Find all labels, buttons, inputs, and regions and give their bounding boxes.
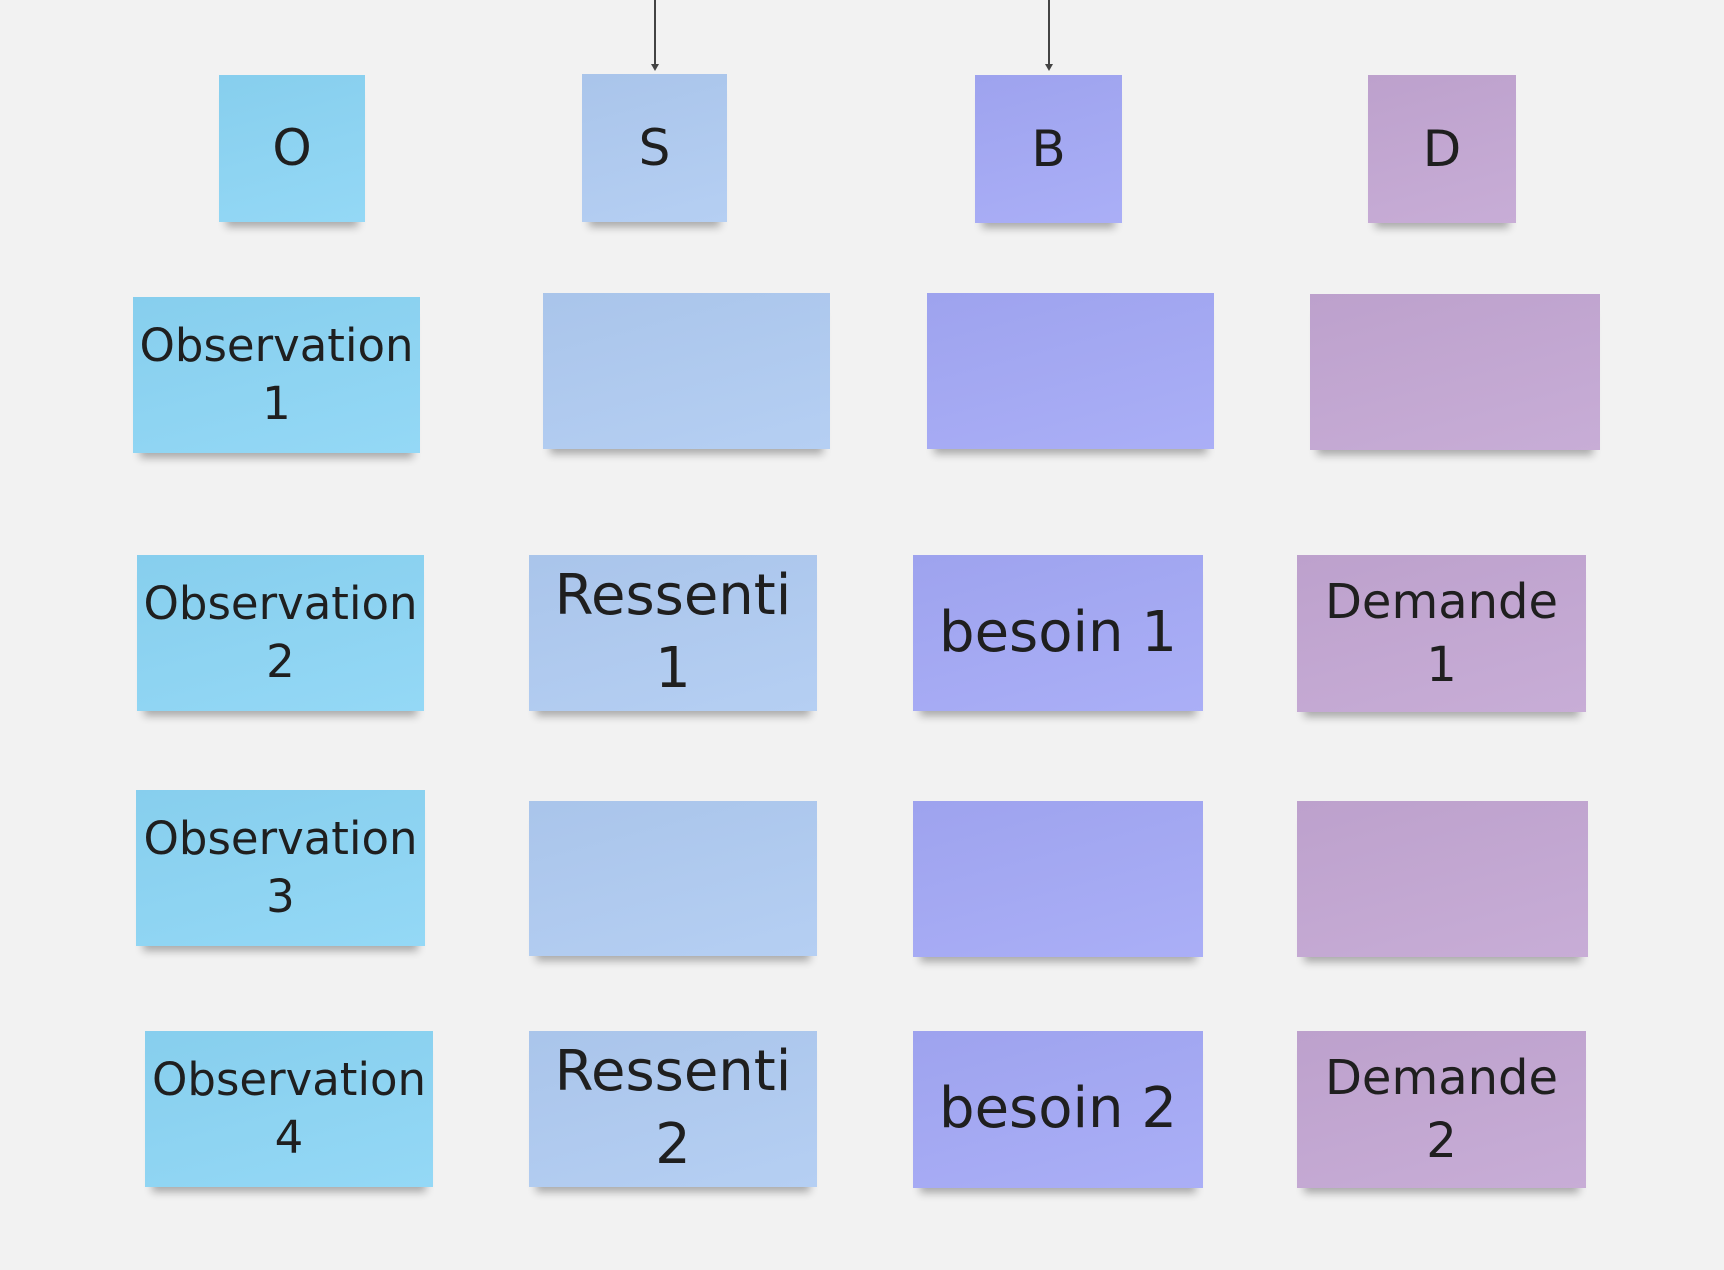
sticky-note-demande-1[interactable]: Demande 1 [1297,555,1586,712]
sticky-note-ressenti-empty-1[interactable] [543,293,830,449]
connector-arrow-b[interactable] [1045,0,1052,71]
sticky-note-header-d[interactable]: D [1368,75,1516,223]
sticky-note-demande-2[interactable]: Demande 2 [1297,1031,1586,1188]
sticky-note-demande-empty-1[interactable] [1310,294,1600,450]
sticky-note-header-s[interactable]: S [582,74,727,222]
sticky-note-observation-3[interactable]: Observation 3 [136,790,425,946]
sticky-note-besoin-empty-2[interactable] [913,801,1203,957]
sticky-note-ressenti-1[interactable]: Ressenti 1 [529,555,817,711]
sticky-note-header-o[interactable]: O [219,75,365,222]
sticky-note-observation-2[interactable]: Observation 2 [137,555,424,711]
sticky-note-observation-1[interactable]: Observation 1 [133,297,420,453]
sticky-note-besoin-2[interactable]: besoin 2 [913,1031,1203,1188]
sticky-note-header-b[interactable]: B [975,75,1122,223]
sticky-note-besoin-1[interactable]: besoin 1 [913,555,1203,711]
sticky-note-observation-4[interactable]: Observation 4 [145,1031,433,1187]
sticky-note-ressenti-2[interactable]: Ressenti 2 [529,1031,817,1187]
sticky-note-besoin-empty-1[interactable] [927,293,1214,449]
sticky-note-ressenti-empty-2[interactable] [529,801,817,956]
sticky-note-demande-empty-2[interactable] [1297,801,1588,957]
connector-arrow-s[interactable] [651,0,658,71]
